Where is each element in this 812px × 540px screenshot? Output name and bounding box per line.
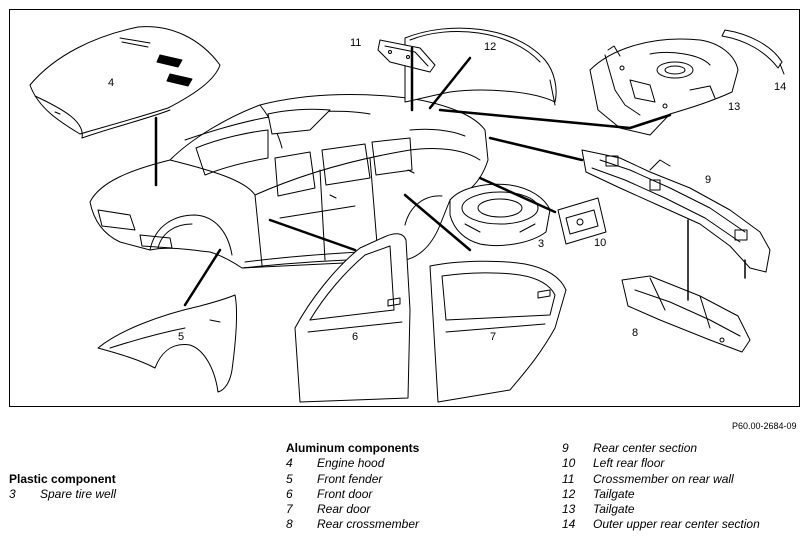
- tailgate-inner-part: [589, 38, 739, 136]
- legend-row: 12 Tailgate: [562, 487, 760, 502]
- outer-upper-rear-center-part: [721, 29, 785, 75]
- legend-row: 4 Engine hood: [286, 456, 419, 471]
- front-fender-part: [97, 294, 237, 393]
- figure-reference-code: P60.00-2684-09: [732, 421, 797, 431]
- legend-label: Front fender: [317, 471, 383, 486]
- tailgate-part: [404, 27, 557, 106]
- left-rear-floor-part: [557, 197, 607, 245]
- callout-14: 14: [774, 81, 786, 93]
- legend-row: 13 Tailgate: [562, 502, 760, 517]
- body-shell-part: [89, 94, 489, 269]
- legend-row: 14 Outer upper rear center section: [562, 517, 760, 532]
- legend-row: 10 Left rear floor: [562, 456, 760, 471]
- legend-row: 6 Front door: [286, 487, 419, 502]
- legend-number: 3: [9, 487, 16, 502]
- callout-7: 7: [490, 331, 496, 343]
- legend-plastic-heading: Plastic component: [9, 472, 116, 486]
- legend-row: 5 Front fender: [286, 472, 419, 487]
- legend-row: 7 Rear door: [286, 502, 419, 517]
- legend-row: 3 Spare tire well: [9, 487, 116, 502]
- legend-label: Left rear floor: [593, 456, 665, 471]
- legend-number: 6: [286, 486, 293, 501]
- legend-number: 12: [562, 486, 576, 501]
- legend-label: Rear crossmember: [317, 517, 420, 532]
- legend-label: Spare tire well: [40, 487, 117, 502]
- legend-label: Tailgate: [593, 486, 635, 501]
- legend-number: 13: [562, 502, 576, 517]
- legend-aluminum: Aluminum components 4 Engine hood 5 Fron…: [286, 441, 419, 533]
- legend-number: 10: [562, 456, 576, 471]
- legend-label: Rear door: [317, 502, 371, 517]
- rear-center-section-part: [581, 149, 771, 273]
- callout-13: 13: [728, 101, 740, 113]
- legend-number: 8: [286, 517, 293, 532]
- callout-4: 4: [108, 77, 114, 89]
- callout-11: 11: [350, 37, 361, 49]
- legend-number: 11: [562, 471, 575, 486]
- diagram-drawing: 4 11 12 13 14 9 3 10 5 6 7 8: [29, 26, 786, 403]
- exploded-body-diagram: 4 11 12 13 14 9 3 10 5 6 7 8: [9, 9, 800, 407]
- callout-5: 5: [178, 331, 184, 343]
- front-door-part: [294, 233, 411, 403]
- legend-label: Rear center section: [593, 441, 698, 455]
- legend-plastic: Plastic component 3 Spare tire well: [9, 472, 116, 503]
- legend-aluminum-continued: 9 Rear center section 10 Left rear floor…: [562, 441, 760, 533]
- legend-label: Engine hood: [317, 456, 385, 471]
- callout-9: 9: [705, 174, 711, 186]
- rear-crossmember-part: [621, 275, 751, 353]
- callout-6: 6: [352, 331, 358, 343]
- legend-number: 7: [286, 502, 293, 517]
- rear-wall-crossmember-part: [377, 39, 436, 73]
- callout-8: 8: [632, 327, 638, 339]
- legend-number: 9: [562, 441, 569, 455]
- legend-row: 11 Crossmember on rear wall: [562, 472, 760, 487]
- legend-label: Tailgate: [593, 502, 635, 517]
- rear-door-part: [429, 260, 567, 403]
- leader-lines: [154, 46, 746, 307]
- callout-3: 3: [538, 238, 544, 250]
- legend-number: 4: [286, 456, 293, 471]
- spare-tire-well-part: [449, 183, 551, 246]
- legend-aluminum-heading: Aluminum components: [286, 441, 420, 455]
- callout-12: 12: [484, 41, 496, 53]
- legend-row: 8 Rear crossmember: [286, 517, 419, 532]
- legend-label: Front door: [317, 486, 373, 501]
- legend-label: Crossmember on rear wall: [593, 471, 734, 486]
- legend-number: 5: [286, 471, 293, 486]
- engine-hood-part: [29, 26, 221, 139]
- callout-10: 10: [594, 237, 606, 249]
- legend-number: 14: [562, 517, 576, 532]
- legend-row: 9 Rear center section: [562, 441, 760, 456]
- legend-label: Outer upper rear center section: [593, 517, 760, 532]
